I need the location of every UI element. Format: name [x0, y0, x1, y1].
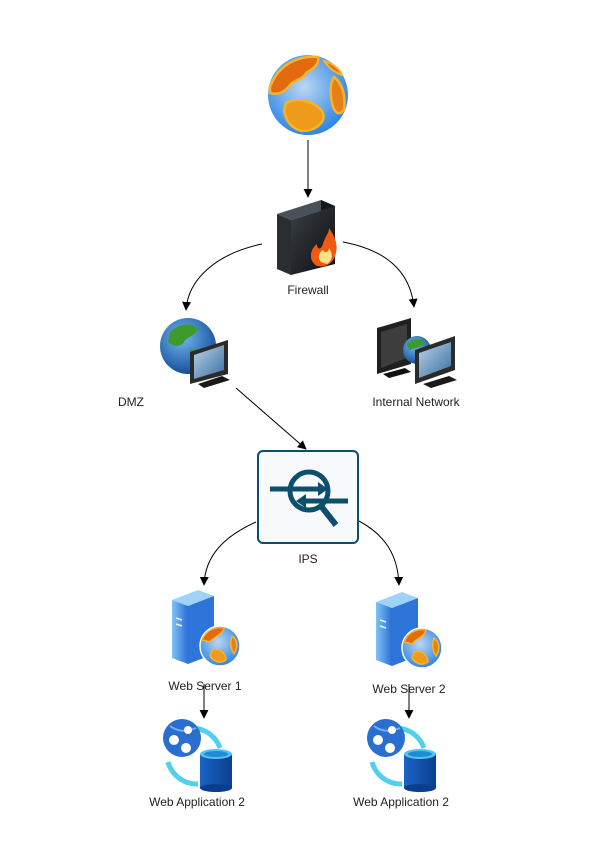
edge-ips-ws1: [199, 521, 257, 586]
dmz-node[interactable]: [160, 318, 230, 388]
edge-firewall-internal: [342, 241, 418, 308]
web-application-2-label: Web Application 2: [353, 795, 449, 809]
edge-firewall-dmz: [182, 243, 263, 311]
web-server-2-label: Web Server 2: [372, 682, 445, 696]
firewall-icon: [277, 200, 337, 275]
edges: [182, 140, 418, 719]
web-server-icon: [172, 590, 241, 667]
globe-icon: [268, 55, 348, 135]
ips-box: [257, 450, 359, 544]
web-server-1-node[interactable]: [172, 590, 241, 667]
web-app-database-icon: [367, 719, 436, 792]
ips-node[interactable]: [257, 450, 359, 544]
firewall-node[interactable]: [277, 200, 337, 275]
web-application-2-node[interactable]: [367, 719, 436, 792]
edge-dmz-ips: [235, 387, 307, 450]
internet-node[interactable]: [268, 55, 348, 135]
web-application-1-node[interactable]: [163, 719, 232, 792]
web-server-icon: [376, 592, 443, 669]
ips-label: IPS: [298, 552, 317, 566]
edge-ips-ws2: [358, 520, 404, 586]
network-monitors-icon: [377, 318, 457, 388]
internal-network-label: Internal Network: [372, 395, 460, 409]
web-application-1-label: Web Application 2: [149, 795, 245, 809]
web-server-2-node[interactable]: [376, 592, 443, 669]
globe-monitor-icon: [160, 318, 230, 388]
firewall-label: Firewall: [287, 283, 328, 297]
web-server-1-label: Web Server 1: [168, 679, 241, 693]
ips-inspect-icon: [270, 469, 348, 527]
web-app-database-icon: [163, 719, 232, 792]
dmz-label: DMZ: [118, 395, 144, 409]
internal-network-node[interactable]: [377, 318, 457, 388]
